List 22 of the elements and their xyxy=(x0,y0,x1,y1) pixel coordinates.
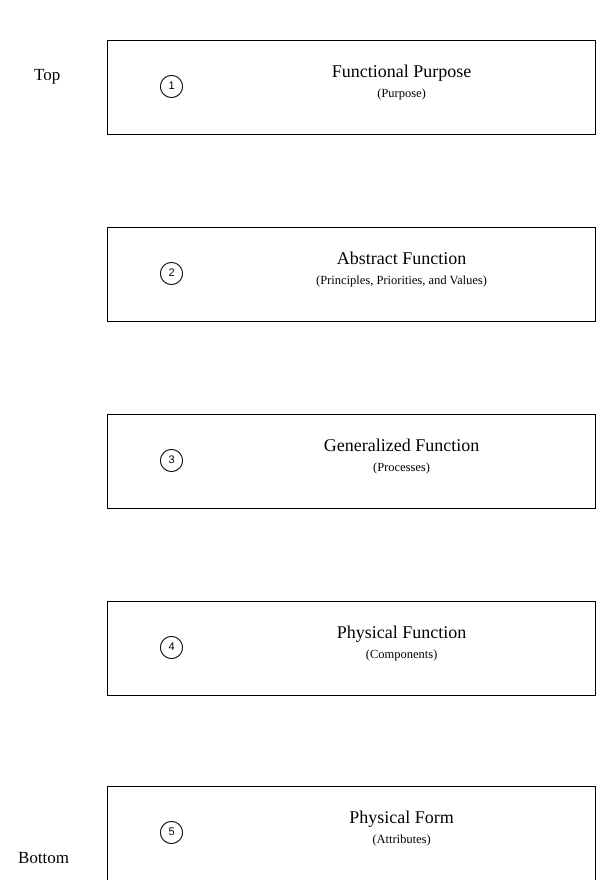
number-circle: 4 xyxy=(160,636,183,659)
level-subtitle: (Principles, Priorities, and Values) xyxy=(315,273,488,288)
level-subtitle: (Processes) xyxy=(372,460,431,475)
number-circle: 5 xyxy=(160,821,183,844)
level-subtitle: (Attributes) xyxy=(371,832,432,847)
number-circle: 1 xyxy=(160,75,183,98)
number-circle: 3 xyxy=(160,449,183,472)
level-subtitle: (Components) xyxy=(364,647,438,662)
level-title: Generalized Function xyxy=(322,435,480,456)
level-box xyxy=(107,40,596,135)
level-box xyxy=(107,601,596,696)
level-title: Physical Function xyxy=(336,622,468,643)
level-box xyxy=(107,786,596,880)
level-title: Abstract Function xyxy=(336,248,468,269)
level-label: Bottom xyxy=(18,848,70,868)
number-circle: 2 xyxy=(160,262,183,285)
level-title: Functional Purpose xyxy=(330,61,472,82)
level-label: Top xyxy=(34,65,60,85)
level-box xyxy=(107,227,596,322)
level-subtitle: (Purpose) xyxy=(376,86,427,101)
level-box xyxy=(107,414,596,509)
level-title: Physical Form xyxy=(348,807,455,828)
